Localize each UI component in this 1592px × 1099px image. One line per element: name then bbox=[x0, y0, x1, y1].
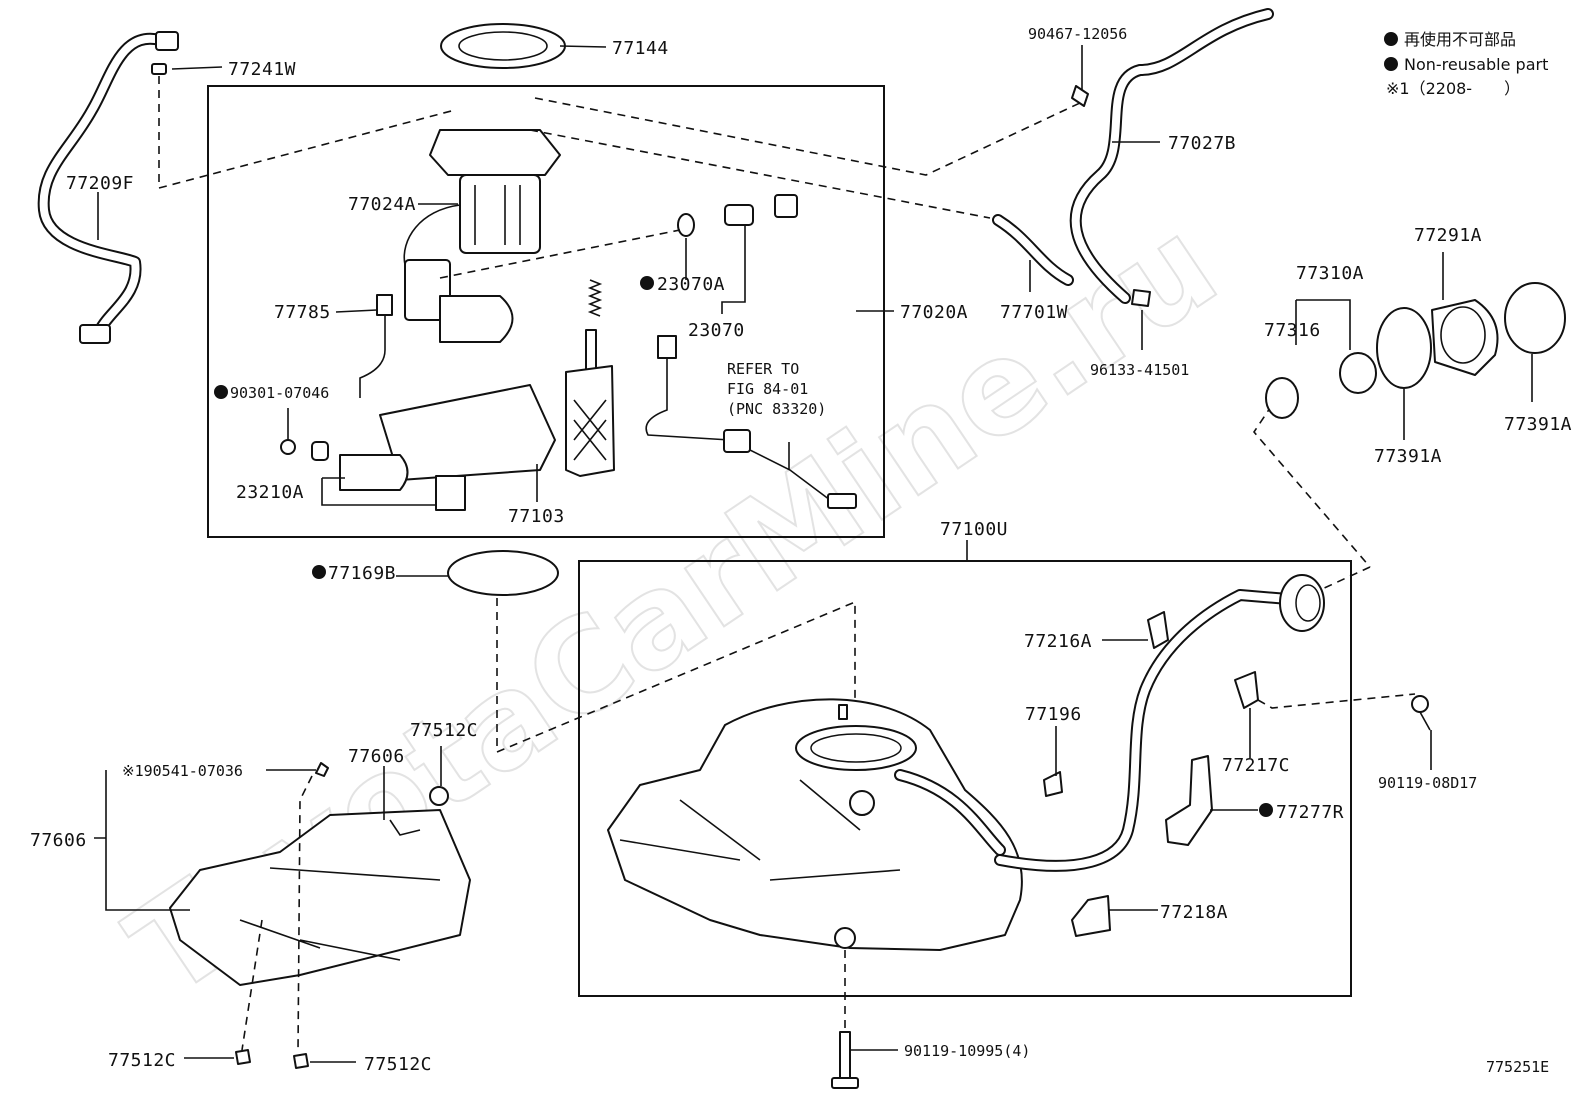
legend-line-2: Non-reusable part bbox=[1404, 55, 1548, 74]
label-77027b: 77027B bbox=[1168, 133, 1236, 154]
label-77144: 77144 bbox=[612, 38, 669, 59]
clip-77512c-top bbox=[429, 786, 449, 806]
label-77391a-left: 77391A bbox=[1374, 446, 1442, 467]
ring-77144 bbox=[440, 23, 566, 69]
non-reusable-dot-icon bbox=[214, 385, 228, 399]
gasket-77169b bbox=[447, 550, 559, 596]
gasket-77391a-right bbox=[1504, 282, 1566, 354]
wire-77785 bbox=[359, 315, 386, 398]
label-77241w: 77241W bbox=[228, 59, 296, 80]
label-23070a: 23070A bbox=[657, 274, 725, 295]
hose-77701w bbox=[992, 214, 1074, 286]
non-reusable-dot-icon bbox=[312, 565, 326, 579]
dash-bolt-90119 bbox=[1257, 693, 1416, 709]
gasket-77391a-left bbox=[1376, 307, 1432, 389]
clip-77218a bbox=[1071, 895, 1111, 937]
legend: 再使用不可部品 Non-reusable part ※1（2208- ） bbox=[1384, 30, 1548, 98]
label-77316: 77316 bbox=[1264, 320, 1321, 341]
label-96133-41501: 96133-41501 bbox=[1090, 361, 1189, 379]
label-77103: 77103 bbox=[508, 506, 565, 527]
bracket-23210a bbox=[435, 475, 466, 511]
dash-filler-cap bbox=[1319, 566, 1371, 591]
bolt-90119-08d17 bbox=[1411, 695, 1431, 731]
clip-77512c-br bbox=[293, 1053, 309, 1069]
o-ring-90301 bbox=[280, 439, 296, 455]
label-190541-07036: ※190541-07036 bbox=[122, 762, 243, 780]
label-77024a: 77024A bbox=[348, 194, 416, 215]
label-77196: 77196 bbox=[1025, 704, 1082, 725]
non-reusable-dot-icon bbox=[1384, 32, 1398, 46]
label-77020a: 77020A bbox=[900, 302, 968, 323]
fuel-tank-77100u bbox=[607, 698, 1023, 951]
insulator-77606 bbox=[169, 809, 471, 986]
non-reusable-dot-icon bbox=[1259, 803, 1273, 817]
filter-77103 bbox=[565, 279, 615, 477]
bolt-90119-10995 bbox=[831, 950, 859, 1089]
label-77512c-bottom-left: 77512C bbox=[108, 1050, 176, 1071]
label-77209f: 77209F bbox=[66, 173, 134, 194]
hose-77209f bbox=[37, 31, 179, 344]
filter-23210a bbox=[311, 441, 329, 461]
connector-77785 bbox=[376, 294, 393, 316]
valve-23070 bbox=[724, 194, 798, 226]
label-77512c-bottom-right: 77512C bbox=[364, 1054, 432, 1075]
clip-77216a bbox=[1147, 611, 1169, 649]
cap-77291a bbox=[1431, 299, 1499, 376]
label-23210a: 23210A bbox=[236, 482, 304, 503]
legend-line-3: ※1（2208- ） bbox=[1386, 79, 1520, 98]
clip-77196 bbox=[1043, 771, 1063, 797]
label-refer-line-3: (PNC 83320) bbox=[727, 400, 826, 418]
label-77701w: 77701W bbox=[1000, 302, 1068, 323]
label-90119-10995: 90119-10995(4) bbox=[904, 1042, 1030, 1060]
filler-pipe bbox=[894, 574, 1325, 872]
clip-77512c-bl bbox=[235, 1049, 251, 1065]
label-77100u: 77100U bbox=[940, 519, 1008, 540]
dash-top-right bbox=[534, 97, 1083, 176]
ring-77316 bbox=[1265, 377, 1299, 419]
protector-77277r bbox=[1165, 755, 1213, 846]
legend-line-1: 再使用不可部品 bbox=[1404, 30, 1516, 49]
sender-gauge-wire bbox=[645, 335, 857, 509]
figure-id: 775251E bbox=[1486, 1058, 1549, 1076]
label-77512c-top: 77512C bbox=[410, 720, 478, 741]
bolt-190541 bbox=[315, 762, 329, 777]
label-90119-08d17: 90119-08D17 bbox=[1378, 774, 1477, 792]
dash-in-box bbox=[439, 229, 681, 279]
o-ring-23070a bbox=[677, 213, 695, 237]
leader-77241w-dash bbox=[158, 76, 456, 190]
dash-77512c-bl bbox=[241, 919, 263, 1051]
leader-lines bbox=[94, 45, 1533, 1063]
label-77169b: 77169B bbox=[328, 563, 396, 584]
label-refer-line-1: REFER TO bbox=[727, 360, 799, 378]
label-90301-07046: 90301-07046 bbox=[230, 384, 329, 402]
label-77391a-right: 77391A bbox=[1504, 414, 1572, 435]
label-90467-12056: 90467-12056 bbox=[1028, 25, 1127, 43]
label-23070: 23070 bbox=[688, 320, 745, 341]
cap-77310a bbox=[1339, 352, 1377, 394]
label-77218a: 77218A bbox=[1160, 902, 1228, 923]
fuel-tank-assembly-box bbox=[578, 560, 1352, 997]
label-77291a: 77291A bbox=[1414, 225, 1482, 246]
non-reusable-dot-icon bbox=[1384, 57, 1398, 71]
label-77310a: 77310A bbox=[1296, 263, 1364, 284]
label-77606-top: 77606 bbox=[348, 746, 405, 767]
label-77217c: 77217C bbox=[1222, 755, 1290, 776]
label-77216a: 77216A bbox=[1024, 631, 1092, 652]
clip-77217c bbox=[1234, 671, 1259, 709]
dash-77316 bbox=[1252, 404, 1371, 568]
non-reusable-dot-icon bbox=[640, 276, 654, 290]
dash-gasket-to-tank bbox=[496, 598, 856, 754]
pump-23210a bbox=[339, 454, 409, 491]
label-77606-left: 77606 bbox=[30, 830, 87, 851]
label-refer-line-2: FIG 84-01 bbox=[727, 380, 808, 398]
fuel-pump-77024a bbox=[403, 129, 561, 343]
hose-77027b bbox=[1069, 8, 1274, 307]
label-77277r: 77277R bbox=[1276, 802, 1344, 823]
label-77785: 77785 bbox=[274, 302, 331, 323]
